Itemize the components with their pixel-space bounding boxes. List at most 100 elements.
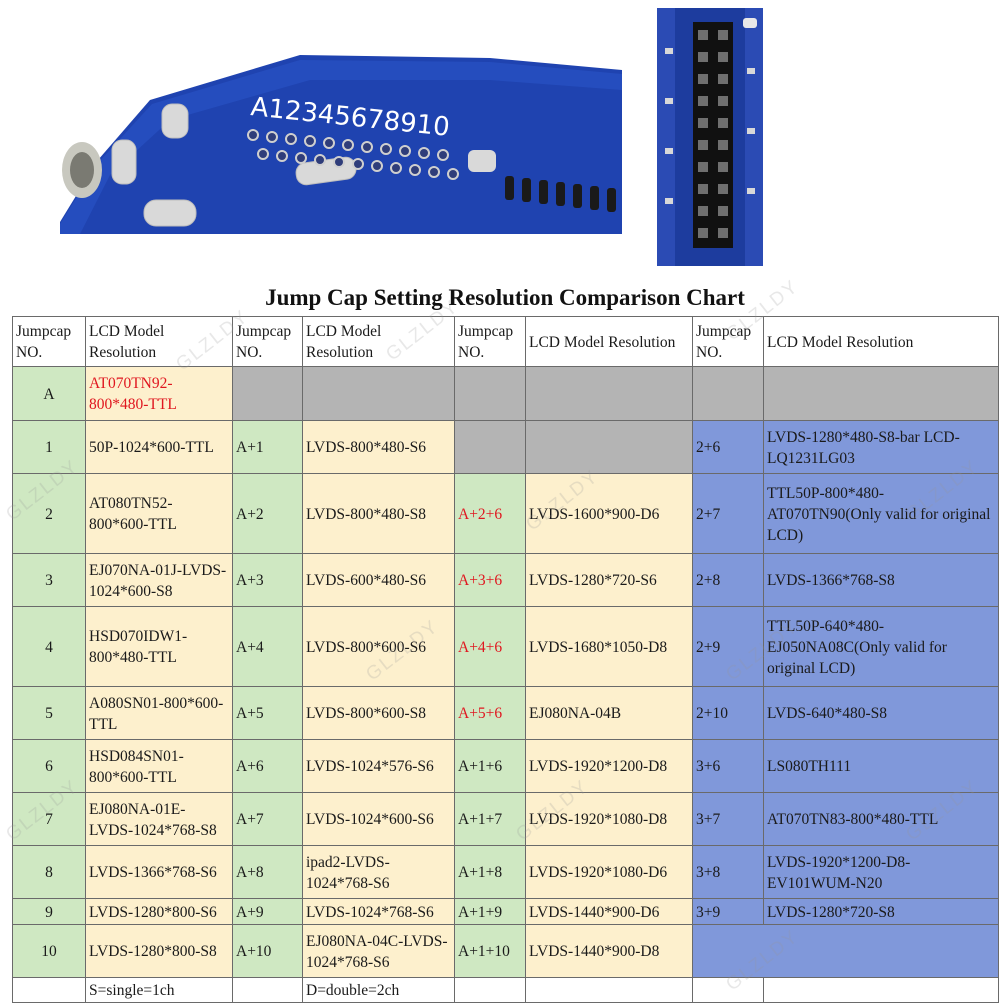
- footnote-double: D=double=2ch: [302, 977, 455, 1003]
- lcd-model-cell: LVDS-1280*800-S8: [85, 924, 233, 978]
- empty-cell: [302, 366, 455, 421]
- empty-cell: [692, 366, 764, 421]
- empty-cell: [763, 977, 999, 1003]
- lcd-model-cell: EJ080NA-04B: [525, 686, 693, 740]
- lcd-model-cell: 50P-1024*600-TTL: [85, 420, 233, 474]
- lcd-model-cell: LVDS-640*480-S8: [763, 686, 999, 740]
- lcd-model-cell: LVDS-1920*1080-D8: [525, 792, 693, 846]
- jumpcap-cell: 3+6: [692, 739, 764, 793]
- jumpcap-cell: 1: [12, 420, 86, 474]
- lcd-model-cell: LVDS-800*480-S6: [302, 420, 455, 474]
- lcd-model-cell: LVDS-800*600-S8: [302, 686, 455, 740]
- jumpcap-cell: 2+9: [692, 606, 764, 687]
- lcd-model-cell: LS080TH111: [763, 739, 999, 793]
- jumpcap-cell: 3+9: [692, 898, 764, 925]
- jumpcap-cell: 3+7: [692, 792, 764, 846]
- jumpcap-cell: 2+7: [692, 473, 764, 554]
- lcd-model-cell: ipad2-LVDS-1024*768-S6: [302, 845, 455, 899]
- pin-header-image: [657, 8, 763, 266]
- lcd-model-cell: LVDS-1440*900-D6: [525, 898, 693, 925]
- footnote-single: S=single=1ch: [85, 977, 233, 1003]
- footnote-row: S=single=1ch D=double=2ch: [12, 977, 999, 1003]
- jumpcap-cell: 3: [12, 553, 86, 607]
- table-row: A AT070TN92-800*480-TTL: [12, 366, 999, 421]
- table-row: 8 LVDS-1366*768-S6 A+8 ipad2-LVDS-1024*7…: [12, 845, 999, 899]
- lcd-model-cell: AT070TN83-800*480-TTL: [763, 792, 999, 846]
- empty-cell: [454, 977, 526, 1003]
- empty-cell: [692, 924, 999, 978]
- jumpcap-cell: A+1+10: [454, 924, 526, 978]
- jumpcap-cell: 3+8: [692, 845, 764, 899]
- lcd-model-cell: LVDS-1280*480-S8-bar LCD-LQ1231LG03: [763, 420, 999, 474]
- header-cell: LCD Model Resolution: [302, 316, 455, 367]
- jumpcap-cell: A+1+6: [454, 739, 526, 793]
- lcd-model-cell: LVDS-1600*900-D6: [525, 473, 693, 554]
- lcd-model-cell: EJ080NA-01E-LVDS-1024*768-S8: [85, 792, 233, 846]
- empty-cell: [12, 977, 86, 1003]
- table-row: 6 HSD084SN01-800*600-TTL A+6 LVDS-1024*5…: [12, 739, 999, 793]
- table-row: 5 A080SN01-800*600-TTL A+5 LVDS-800*600-…: [12, 686, 999, 740]
- jumpcap-cell: 5: [12, 686, 86, 740]
- lcd-model-cell: LVDS-1920*1200-D8: [525, 739, 693, 793]
- table-row: 3 EJ070NA-01J-LVDS-1024*600-S8 A+3 LVDS-…: [12, 553, 999, 607]
- lcd-model-cell: LVDS-600*480-S6: [302, 553, 455, 607]
- jumpcap-cell: 6: [12, 739, 86, 793]
- lcd-model-cell: LVDS-1920*1080-D6: [525, 845, 693, 899]
- jumpcap-cell: 8: [12, 845, 86, 899]
- jumpcap-cell: A+8: [232, 845, 303, 899]
- jumpcap-cell: A+7: [232, 792, 303, 846]
- jumpcap-cell: 2+10: [692, 686, 764, 740]
- jumpcap-cell: A+3: [232, 553, 303, 607]
- lcd-model-cell: LVDS-1440*900-D8: [525, 924, 693, 978]
- resolution-table: Jumpcap NO. LCD Model Resolution Jumpcap…: [12, 316, 999, 1003]
- jumpcap-cell: 10: [12, 924, 86, 978]
- jumpcap-cell: A: [12, 366, 86, 421]
- jumpcap-cell: A+4: [232, 606, 303, 687]
- jumpcap-cell: 7: [12, 792, 86, 846]
- table-row: 9 LVDS-1280*800-S6 A+9 LVDS-1024*768-S6 …: [12, 898, 999, 925]
- jumpcap-cell: A+3+6: [454, 553, 526, 607]
- lcd-model-cell: EJ080NA-04C-LVDS-1024*768-S6: [302, 924, 455, 978]
- jumpcap-cell: A+4+6: [454, 606, 526, 687]
- empty-cell: [763, 366, 999, 421]
- empty-cell: [525, 366, 693, 421]
- jumpcap-cell: 9: [12, 898, 86, 925]
- lcd-model-cell: LVDS-1024*576-S6: [302, 739, 455, 793]
- header-cell: Jumpcap NO.: [12, 316, 86, 367]
- lcd-model-cell: LVDS-1280*720-S8: [763, 898, 999, 925]
- chart-title: Jump Cap Setting Resolution Comparison C…: [265, 285, 745, 310]
- jumpcap-cell: A+1: [232, 420, 303, 474]
- header-cell: LCD Model Resolution: [85, 316, 233, 367]
- empty-cell: [232, 366, 303, 421]
- lcd-model-cell: HSD084SN01-800*600-TTL: [85, 739, 233, 793]
- jumpcap-cell: 2+6: [692, 420, 764, 474]
- header-cell: Jumpcap NO.: [454, 316, 526, 367]
- table-row: 1 50P-1024*600-TTL A+1 LVDS-800*480-S6 2…: [12, 420, 999, 474]
- lcd-model-cell: AT080TN52-800*600-TTL: [85, 473, 233, 554]
- jumpcap-cell: A+5+6: [454, 686, 526, 740]
- header-cell: LCD Model Resolution: [525, 316, 693, 367]
- jumpcap-cell: A+5: [232, 686, 303, 740]
- jump-cap-chart: Jump Cap Setting Resolution Comparison C…: [12, 278, 999, 1003]
- lcd-model-cell: LVDS-1024*768-S6: [302, 898, 455, 925]
- empty-cell: [525, 977, 693, 1003]
- empty-cell: [525, 420, 693, 474]
- lcd-model-cell: LVDS-1366*768-S8: [763, 553, 999, 607]
- lcd-model-cell: LVDS-800*480-S8: [302, 473, 455, 554]
- lcd-model-cell: LVDS-1280*800-S6: [85, 898, 233, 925]
- jumpcap-cell: 2: [12, 473, 86, 554]
- jumpcap-cell: A+1+9: [454, 898, 526, 925]
- jumpcap-cell: A+1+8: [454, 845, 526, 899]
- jumpcap-cell: 2+8: [692, 553, 764, 607]
- lcd-model-cell: LVDS-1024*600-S6: [302, 792, 455, 846]
- lcd-model-cell: HSD070IDW1-800*480-TTL: [85, 606, 233, 687]
- jumpcap-cell: A+2+6: [454, 473, 526, 554]
- jumpcap-cell: A+10: [232, 924, 303, 978]
- header-cell: Jumpcap NO.: [232, 316, 303, 367]
- jumpcap-cell: A+1+7: [454, 792, 526, 846]
- table-row: 4 HSD070IDW1-800*480-TTL A+4 LVDS-800*60…: [12, 606, 999, 687]
- table-row: 10 LVDS-1280*800-S8 A+10 EJ080NA-04C-LVD…: [12, 924, 999, 978]
- lcd-model-cell: LVDS-1920*1200-D8-EV101WUM-N20: [763, 845, 999, 899]
- lcd-model-cell: LVDS-1680*1050-D8: [525, 606, 693, 687]
- header-row: Jumpcap NO. LCD Model Resolution Jumpcap…: [12, 316, 999, 367]
